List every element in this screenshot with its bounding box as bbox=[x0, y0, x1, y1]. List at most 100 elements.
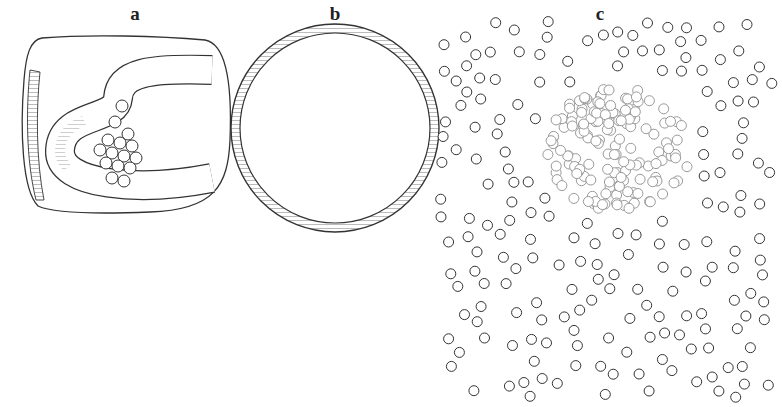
cell bbox=[697, 309, 707, 319]
cell bbox=[682, 162, 692, 172]
cell bbox=[472, 317, 482, 327]
cell bbox=[584, 159, 594, 169]
cell bbox=[654, 312, 664, 322]
cell bbox=[438, 132, 448, 142]
cell bbox=[576, 256, 586, 266]
cell bbox=[697, 65, 707, 75]
cell bbox=[509, 177, 519, 187]
cell bbox=[451, 145, 461, 155]
cell bbox=[755, 199, 765, 209]
cell bbox=[731, 392, 741, 402]
cell bbox=[593, 274, 603, 284]
cell bbox=[630, 107, 640, 117]
cell bbox=[664, 144, 674, 154]
cell bbox=[615, 134, 625, 144]
cell bbox=[759, 297, 769, 307]
cell bbox=[598, 30, 608, 40]
cell bbox=[106, 172, 118, 184]
cell bbox=[124, 162, 136, 174]
cell bbox=[741, 311, 751, 321]
cell bbox=[707, 372, 717, 382]
cell bbox=[592, 260, 602, 270]
cell bbox=[114, 137, 126, 149]
cell bbox=[590, 239, 600, 249]
cell bbox=[614, 181, 624, 191]
cell bbox=[704, 343, 714, 353]
cell bbox=[739, 379, 749, 389]
cell bbox=[503, 164, 513, 174]
cell bbox=[495, 115, 505, 125]
cell bbox=[527, 334, 537, 344]
cell bbox=[616, 172, 626, 182]
cell bbox=[126, 140, 138, 152]
cell bbox=[619, 47, 629, 57]
cell bbox=[605, 284, 615, 294]
cell bbox=[444, 334, 454, 344]
cell bbox=[657, 66, 667, 76]
cell bbox=[498, 252, 508, 262]
cell bbox=[577, 107, 587, 117]
cell bbox=[737, 133, 747, 143]
figure-label: a bbox=[130, 4, 140, 23]
cell bbox=[436, 194, 446, 204]
cell bbox=[569, 233, 579, 243]
cell bbox=[471, 50, 481, 60]
cell bbox=[461, 32, 471, 42]
cell bbox=[667, 366, 677, 376]
cell bbox=[583, 197, 593, 207]
cell bbox=[546, 136, 556, 146]
cell bbox=[535, 77, 545, 87]
cell bbox=[676, 37, 686, 47]
cell bbox=[575, 305, 585, 315]
cell bbox=[485, 47, 495, 57]
cell bbox=[621, 105, 631, 115]
cell bbox=[556, 145, 566, 155]
cell bbox=[758, 270, 768, 280]
cell bbox=[500, 147, 510, 157]
cell bbox=[676, 121, 686, 131]
cell bbox=[118, 175, 130, 187]
cell bbox=[94, 144, 106, 156]
cell bbox=[470, 266, 480, 276]
cell bbox=[476, 302, 486, 312]
cell bbox=[604, 333, 614, 343]
cell bbox=[759, 315, 769, 325]
cell bbox=[606, 101, 616, 111]
cell bbox=[767, 78, 777, 88]
cell bbox=[583, 36, 593, 46]
cell bbox=[671, 153, 681, 163]
cell bbox=[567, 284, 577, 294]
cell bbox=[543, 17, 553, 27]
cell bbox=[631, 230, 641, 240]
cell bbox=[569, 325, 579, 335]
cell bbox=[454, 347, 464, 357]
cell bbox=[669, 178, 679, 188]
cell bbox=[746, 288, 756, 298]
cell bbox=[437, 157, 447, 167]
cell bbox=[747, 75, 757, 85]
cell bbox=[441, 117, 451, 127]
cell bbox=[613, 27, 623, 37]
cell bbox=[526, 208, 536, 218]
cell bbox=[528, 253, 538, 263]
cell bbox=[626, 143, 636, 153]
cell bbox=[625, 313, 635, 323]
cell bbox=[505, 215, 515, 225]
cell bbox=[643, 18, 653, 28]
cell bbox=[659, 104, 669, 114]
cell bbox=[490, 75, 500, 85]
cell bbox=[572, 169, 582, 179]
cell bbox=[579, 119, 589, 129]
cell bbox=[681, 53, 691, 63]
cell bbox=[601, 189, 611, 199]
cell bbox=[728, 78, 738, 88]
cell bbox=[526, 234, 536, 244]
cell bbox=[608, 369, 618, 379]
cell bbox=[604, 119, 614, 129]
cell bbox=[645, 197, 655, 207]
cell bbox=[462, 87, 472, 97]
cell bbox=[699, 171, 709, 181]
cell bbox=[732, 324, 742, 334]
cell bbox=[532, 298, 542, 308]
